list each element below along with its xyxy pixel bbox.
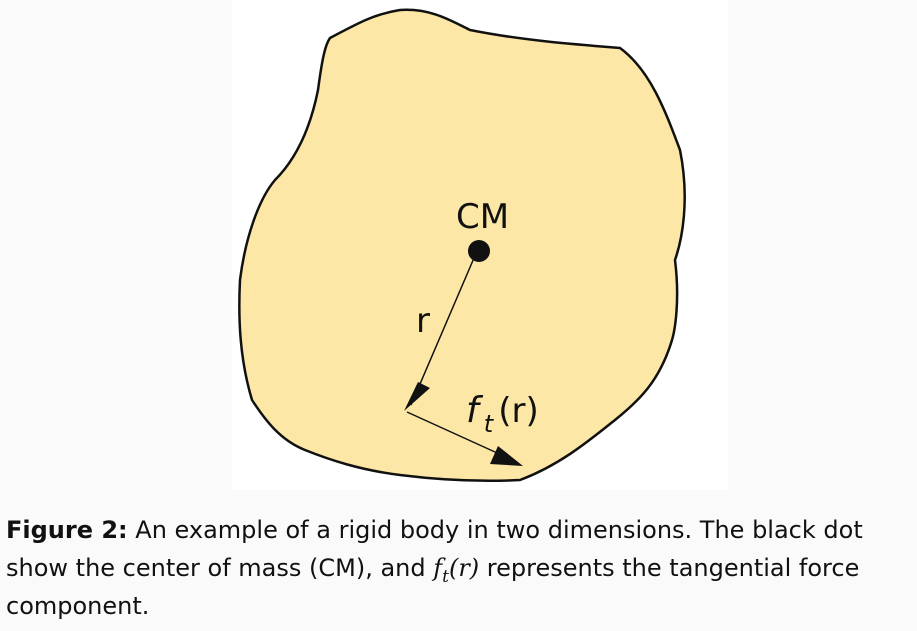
rigid-body-diagram: CM r f t (r)	[238, 8, 686, 483]
caption-math-subscript: t	[442, 566, 449, 587]
caption-label: Figure 2:	[6, 516, 128, 544]
tangential-force-arrow	[406, 411, 507, 458]
force-label: f t (r)	[466, 390, 539, 438]
force-label-argument: (r)	[498, 391, 539, 431]
tangential-force-arrowhead	[490, 446, 523, 466]
caption-math-f-letter: f	[433, 554, 443, 582]
caption-text-before: An example of a rigid body in two dimens…	[6, 516, 863, 582]
radius-arrowhead	[404, 382, 430, 411]
center-of-mass-dot	[468, 240, 490, 262]
r-label: r	[416, 301, 430, 341]
caption-math-f: ft(r)	[433, 554, 480, 585]
cm-label: CM	[456, 197, 509, 237]
caption-math-argument: (r)	[448, 554, 480, 582]
radius-vector-arrow	[410, 257, 475, 406]
figure-caption: Figure 2: An example of a rigid body in …	[6, 511, 912, 625]
force-label-subscript: t	[484, 410, 495, 438]
rigid-body-shape	[238, 8, 686, 483]
caption-text-after: represents the tangential force componen…	[6, 554, 860, 620]
